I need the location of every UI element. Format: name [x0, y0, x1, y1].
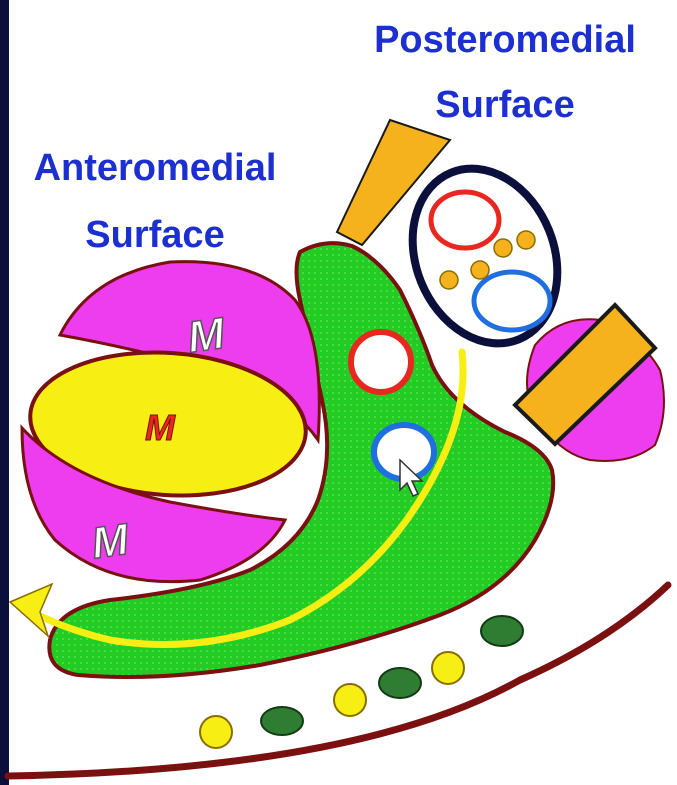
yellow-nerve-circle	[334, 684, 366, 716]
yellow-arrowhead	[10, 584, 52, 636]
blue-vessel-ring	[474, 272, 550, 330]
anteromedial-label-line2: Surface	[85, 214, 224, 256]
yellow-nerve-circle	[517, 231, 535, 249]
dark-green-vessel	[261, 707, 303, 735]
posteromedial-label-line1: Posteromedial	[374, 19, 636, 61]
yellow-nerve-circle	[471, 261, 489, 279]
yellow-nerve-circle	[432, 652, 464, 684]
muscle-label-middle: M	[145, 407, 176, 448]
dark-green-vessel	[481, 616, 523, 646]
left-border-strip	[0, 0, 9, 785]
posteromedial-label-line2: Surface	[435, 84, 574, 126]
dark-green-vessel	[379, 668, 421, 698]
yellow-nerve-circle	[494, 239, 512, 257]
anteromedial-label-line1: Anteromedial	[34, 147, 277, 189]
red-vessel-ring	[431, 192, 499, 248]
red-vessel-ring	[351, 332, 411, 392]
yellow-nerve-circle	[440, 271, 458, 289]
yellow-nerve-circle	[200, 716, 232, 748]
